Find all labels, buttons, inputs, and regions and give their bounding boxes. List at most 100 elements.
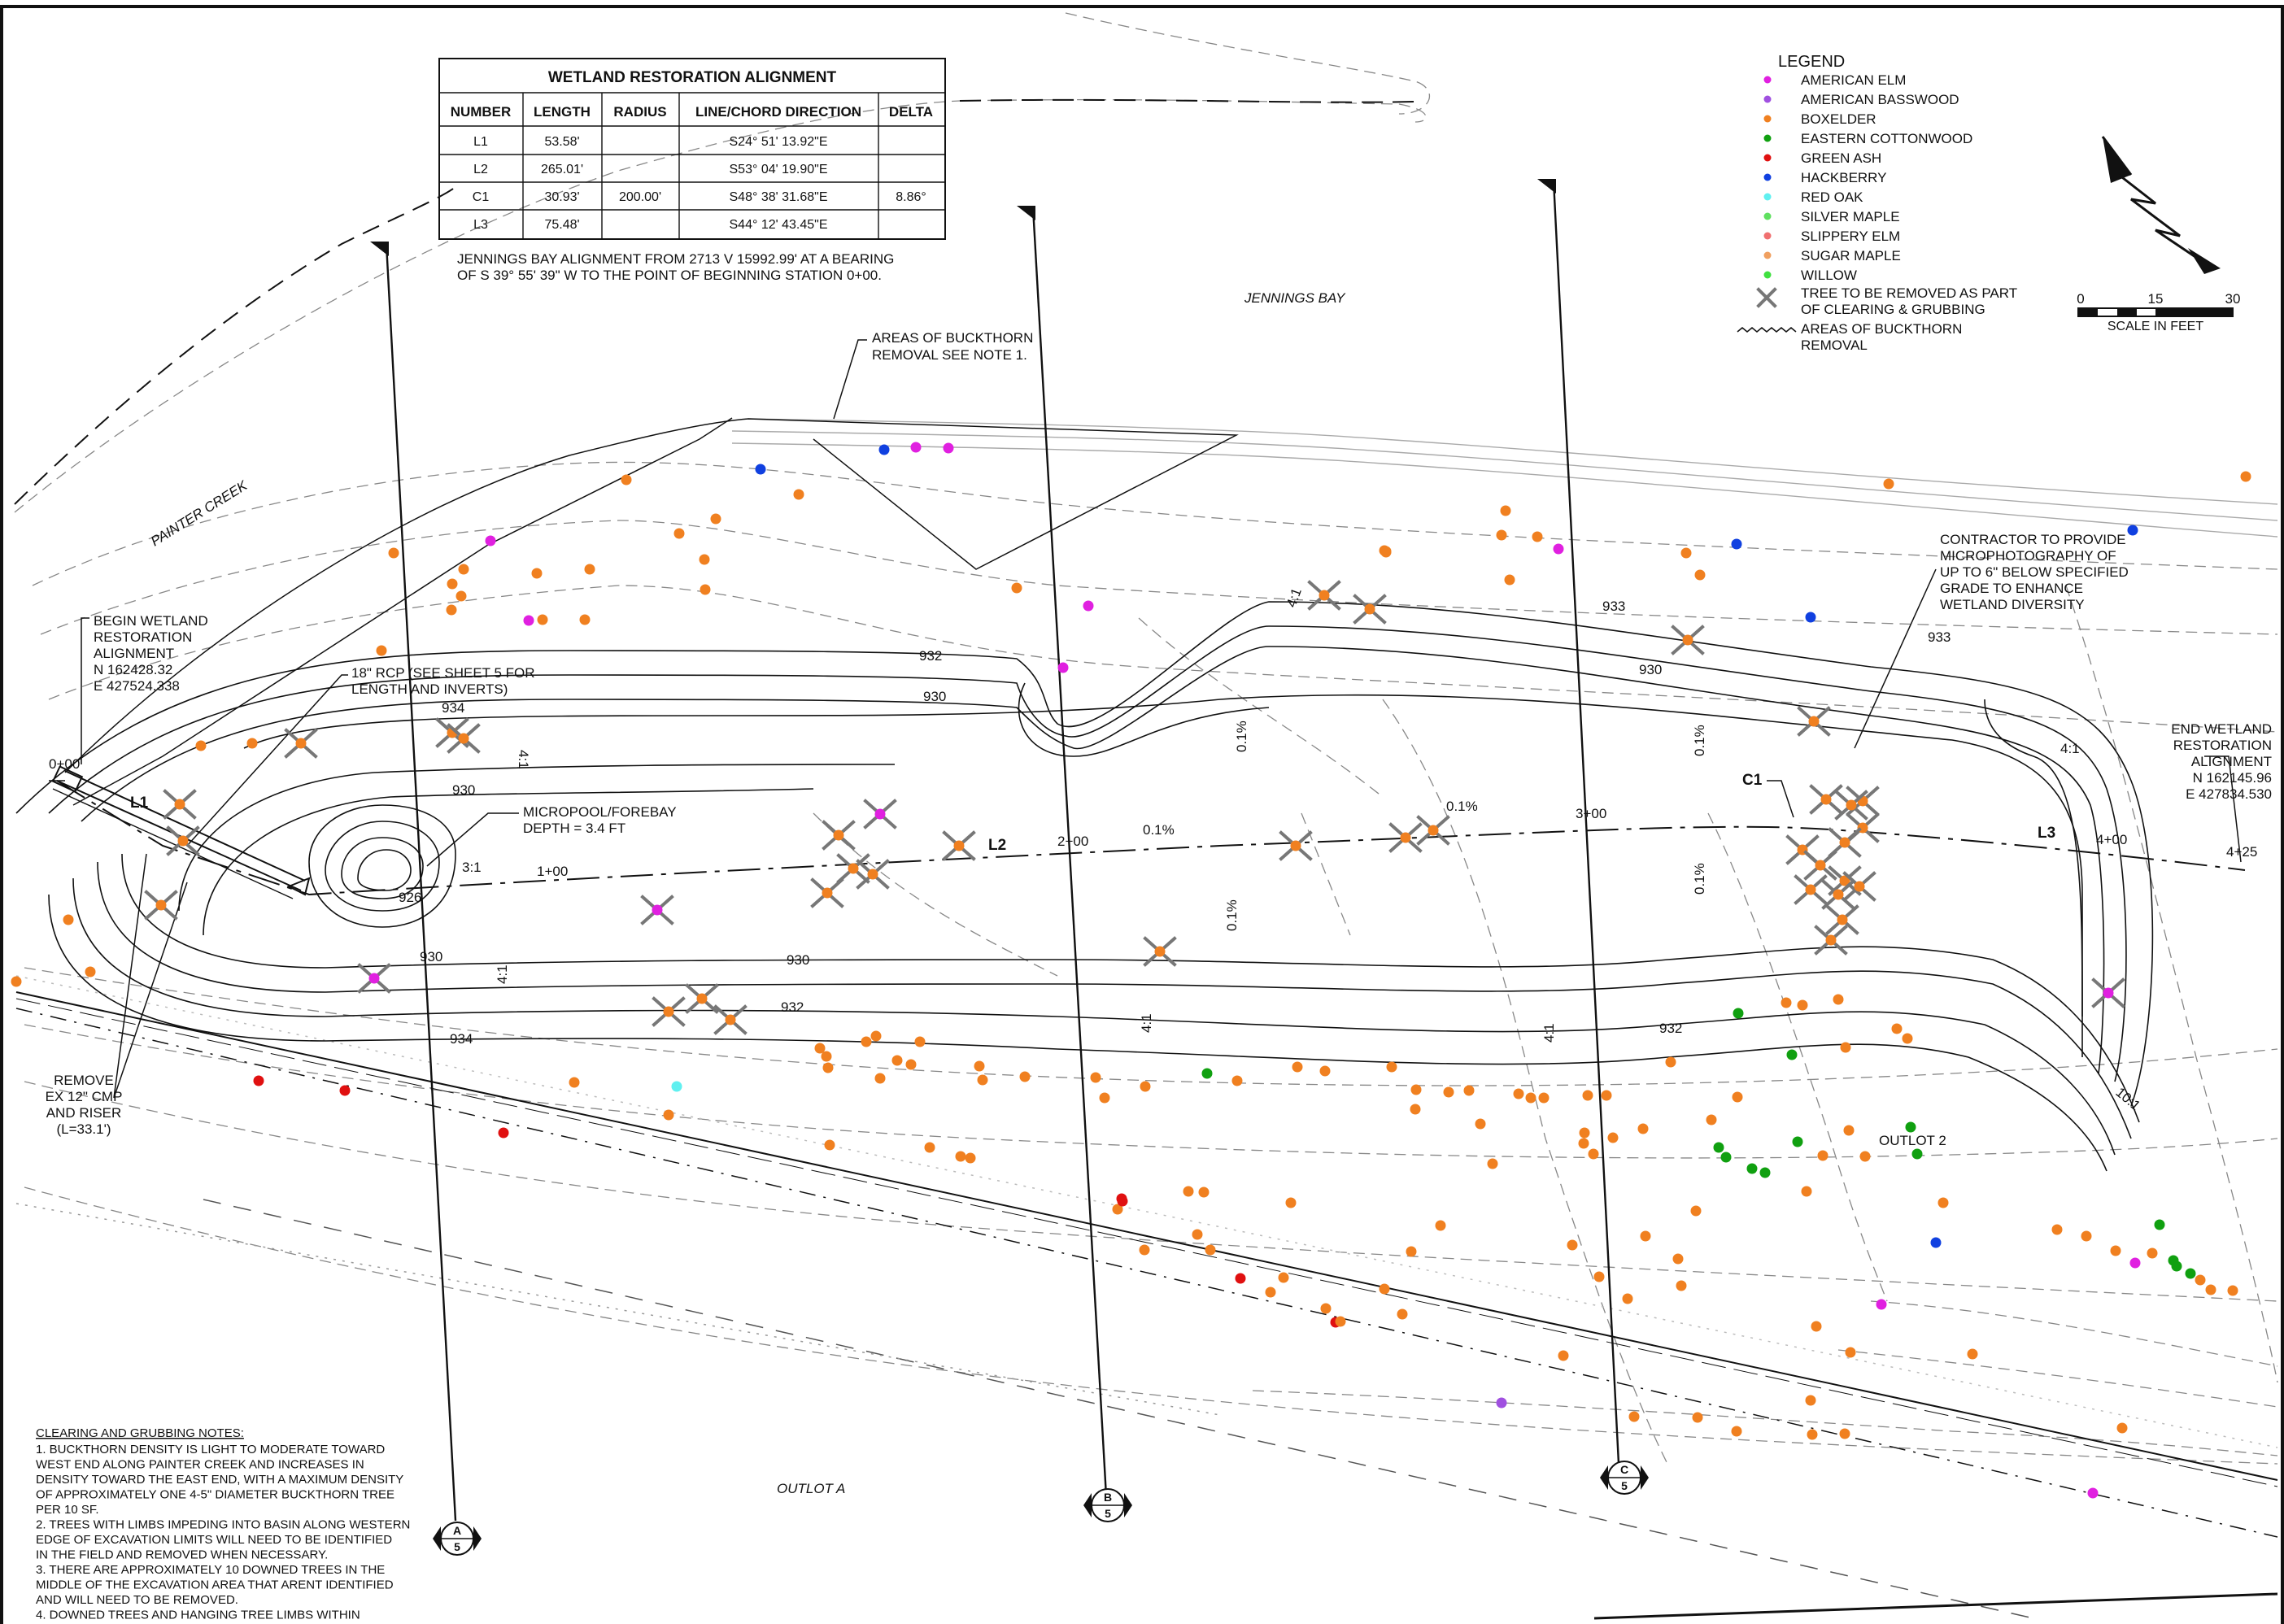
note-line: MIDDLE OF THE EXCAVATION AREA THAT ARENT…	[36, 1578, 394, 1592]
label-C1: C1	[1742, 772, 1763, 789]
tree-marker	[1265, 1287, 1276, 1298]
tree-marker	[1876, 1299, 1887, 1310]
contour-label: 934	[442, 700, 464, 716]
tree-remove-marker	[1143, 936, 1177, 967]
callout-contractor: UP TO 6" BELOW SPECIFIED	[1940, 564, 2129, 580]
tree-marker	[1672, 1253, 1684, 1265]
tree-marker	[1759, 1167, 1771, 1178]
note-line: AND WILL NEED TO BE REMOVED.	[36, 1593, 238, 1607]
tree-marker	[1579, 1127, 1590, 1139]
tree-marker	[1140, 1081, 1151, 1092]
section-letter: B	[1104, 1491, 1112, 1504]
tree-marker	[905, 1059, 917, 1070]
tree-remove-marker	[942, 830, 976, 861]
tree-remove-marker	[166, 825, 200, 856]
tree-marker	[1593, 1271, 1605, 1282]
tree-marker	[1588, 1148, 1599, 1160]
tree-marker	[388, 547, 399, 559]
tree-marker	[891, 1055, 903, 1066]
tree-marker	[1792, 1136, 1803, 1147]
tree-marker	[1746, 1163, 1758, 1174]
contour-label: 930	[923, 689, 946, 704]
scale-bar: 0 15 30 SCALE IN FEET	[2077, 291, 2240, 333]
table-cell: L2	[473, 163, 488, 176]
section-sheet: 5	[1621, 1479, 1628, 1492]
tree-marker	[2147, 1247, 2158, 1259]
callout-begin: N 162428.32	[94, 662, 172, 677]
tree-marker	[1859, 1151, 1871, 1162]
creek-bank	[14, 186, 456, 505]
tree-marker	[1192, 1229, 1203, 1240]
table-cell: 265.01'	[541, 163, 583, 176]
tree-remove-marker	[822, 820, 856, 851]
tree-marker	[1967, 1348, 1978, 1360]
tree-marker	[2081, 1230, 2092, 1242]
tree-marker	[1911, 1148, 1923, 1160]
tree-marker	[1706, 1114, 1717, 1125]
tree-marker	[1386, 1061, 1397, 1073]
note-line: EDGE OF EXCAVATION LIMITS WILL NEED TO B…	[36, 1533, 392, 1547]
tree-remove-marker	[1842, 871, 1876, 902]
tree-marker	[1057, 662, 1069, 673]
tree-marker	[1680, 547, 1692, 559]
legend-swatch	[1763, 251, 1772, 259]
north-arrow	[2101, 136, 2221, 274]
notes-title: CLEARING AND GRUBBING NOTES:	[36, 1426, 244, 1440]
tree-remove-marker	[713, 1004, 748, 1035]
tree-marker	[1640, 1230, 1651, 1242]
tree-marker	[447, 578, 458, 590]
legend-label: EASTERN COTTONWOOD	[1801, 131, 1972, 146]
tree-marker	[2195, 1274, 2206, 1286]
callout-end: END WETLAND	[2171, 721, 2272, 737]
tree-remove-marker	[1834, 790, 1868, 821]
grade-label: 0.1%	[1692, 863, 1707, 895]
tree-marker	[1801, 1186, 1812, 1197]
section-marker-a: A 5	[433, 1522, 482, 1556]
tree-marker	[1525, 1092, 1536, 1104]
callout-contractor: CONTRACTOR TO PROVIDE	[1940, 532, 2126, 547]
tree-marker	[1532, 531, 1543, 542]
tree-marker	[793, 489, 804, 500]
section-marker-c: C 5	[1600, 1461, 1649, 1495]
table-cell: L1	[473, 135, 488, 149]
tree-marker	[1805, 612, 1816, 623]
tree-marker	[1183, 1186, 1194, 1197]
callout-contractor: GRADE TO ENHANCE	[1940, 581, 2083, 596]
legend-swatch	[1763, 193, 1772, 201]
tree-marker	[1117, 1195, 1128, 1207]
tree-remove-marker	[863, 799, 897, 829]
table-cell: S48° 38' 31.68"E	[730, 190, 828, 204]
tree-marker	[1720, 1152, 1732, 1163]
tree-remove-marker	[1794, 874, 1828, 905]
legend-label: WILLOW	[1801, 268, 1857, 283]
tree-marker	[1463, 1085, 1475, 1096]
tree-marker	[458, 564, 469, 575]
slope-label: 4:1	[1284, 586, 1305, 610]
tree-marker	[1622, 1293, 1633, 1304]
table-cell: S44° 12' 43.45"E	[730, 218, 828, 232]
slope-label: 4:1	[2060, 741, 2080, 756]
legend-swatch	[1763, 76, 1772, 84]
tree-remove-marker	[685, 983, 719, 1014]
tree-marker	[663, 1109, 674, 1121]
contour-label: 930	[1639, 662, 1662, 677]
tree-remove-marker	[1279, 830, 1313, 861]
tree-marker	[1601, 1090, 1612, 1101]
callout-begin: BEGIN WETLAND	[94, 613, 208, 629]
callouts: AREAS OF BUCKTHORN REMOVAL SEE NOTE 1. B…	[46, 330, 2272, 1137]
tree-marker	[1285, 1197, 1297, 1208]
tree-marker	[11, 976, 22, 987]
note-line: 3. THERE ARE APPROXIMATELY 10 DOWNED TRE…	[36, 1563, 385, 1577]
grade-label: 0.1%	[1234, 721, 1249, 752]
grade-label: 0.1%	[1224, 899, 1240, 931]
tree-marker	[2087, 1487, 2099, 1499]
table-cell: 75.48'	[544, 218, 579, 232]
note-line: OF APPROXIMATELY ONE 4-5" DIAMETER BUCKT…	[36, 1488, 394, 1502]
slope-label: 4:1	[516, 750, 531, 769]
callout-begin: RESTORATION	[94, 629, 192, 645]
table-cell: 53.58'	[544, 135, 579, 149]
note-line: 2. TREES WITH LIMBS IMPEDING INTO BASIN …	[36, 1518, 410, 1532]
tree-marker	[755, 464, 766, 475]
table-note: OF S 39° 55' 39" W TO THE POINT OF BEGIN…	[457, 268, 882, 283]
tree-marker	[700, 584, 711, 595]
